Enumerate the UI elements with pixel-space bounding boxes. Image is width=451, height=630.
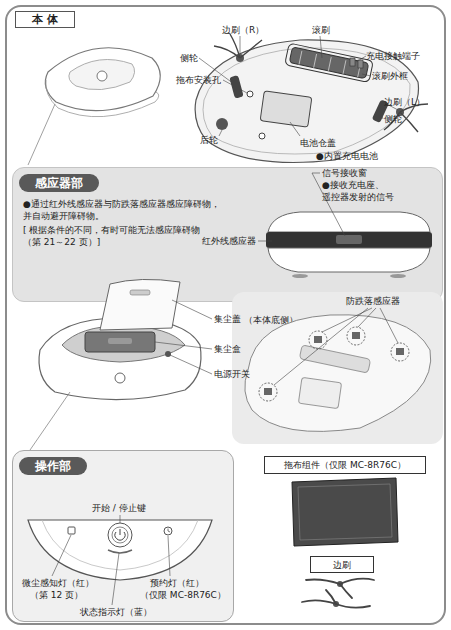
node-text: （本体底侧）: [244, 314, 298, 326]
robot-bottom-view-part: [358, 60, 363, 68]
mop-illustration: [292, 478, 398, 546]
robot-bottom-view-part: [247, 91, 253, 97]
robot-top-view-part: [97, 71, 107, 81]
robot-bottom-view-part: [229, 75, 243, 99]
part-label: 状态指示灯（蓝）: [80, 606, 152, 618]
part-label: 边刷（L）: [384, 96, 425, 108]
side-brush-illustration-part: [302, 600, 336, 604]
robot-bottom-view-part: [260, 91, 312, 127]
robot-bottom-view-part: [384, 104, 428, 132]
robot-dustbox-view-part: [39, 318, 201, 400]
robot-dustbox-view-part: [108, 338, 132, 344]
robot-top-view-part: [69, 60, 135, 90]
robot-bottom-view-part: [328, 57, 331, 71]
robot-bottom-view-part: [259, 133, 265, 139]
part-label: 电源开关: [214, 368, 250, 380]
part-label: 红外线感应器: [202, 235, 256, 247]
robot-bottom-view-part-part: [290, 122, 300, 136]
side-brush-illustration-part: [340, 584, 352, 598]
robot-bottom-view-part: [314, 54, 317, 68]
robot-bottom-view-part: [203, 48, 410, 154]
side-brush-illustration-part: [336, 604, 370, 608]
part-label: 拖布安装孔: [176, 74, 221, 86]
robot-bottom-view-part: [236, 54, 244, 62]
node-text: 边刷: [311, 557, 373, 572]
robot-dustbox-view-part: [165, 351, 171, 357]
section-heading: 操作部: [19, 457, 87, 475]
section-heading: 感应器部: [19, 174, 99, 192]
part-label: 防跌落感应器: [346, 295, 400, 307]
part-label: 滚刷: [312, 24, 330, 36]
part-label: 集尘盒: [214, 343, 241, 355]
node-text: 拖布组件（仅限 MC-8R76C）: [265, 457, 425, 473]
side-brush-illustration-part: [337, 581, 343, 587]
robot-dustbox-view: [30, 279, 212, 450]
robot-bottom-view: [195, 34, 428, 163]
view-panel: （本体底侧）: [232, 292, 443, 444]
robot-bottom-view-part-part: [381, 114, 383, 119]
robot-top-view-part: [46, 80, 159, 117]
mop-illustration-part: [292, 478, 398, 546]
robot-bottom-view-part-part: [320, 36, 322, 58]
part-label: 滚刷外框: [372, 70, 408, 82]
frame-heading: 本 体: [15, 11, 75, 28]
part-label: 电池仓盖: [300, 137, 336, 149]
side-brush-illustration-part: [340, 579, 374, 584]
robot-bottom-view-part: [358, 63, 361, 77]
robot-bottom-view-part: [285, 43, 374, 82]
caption-box: 边刷: [310, 556, 374, 573]
robot-bottom-view-part-part: [240, 36, 241, 54]
part-label: 集尘盖: [214, 313, 241, 325]
robot-dustbox-view-part: [62, 326, 185, 362]
part-label: 侧轮: [180, 52, 198, 64]
robot-bottom-view-part-part: [362, 74, 371, 76]
robot-dustbox-view-part: [85, 332, 155, 352]
robot-bottom-view-part: [350, 58, 355, 66]
robot-bottom-view-part: [343, 60, 346, 74]
robot-bottom-view-part-part: [356, 56, 366, 62]
part-label: 充电接触端子: [366, 50, 420, 62]
robot-dustbox-view-part: [115, 373, 125, 383]
part-label: ●接收充电座、 遥控器发射的信号: [322, 179, 414, 203]
side-brush-illustration: [302, 579, 374, 608]
caption-box: 拖布组件（仅限 MC-8R76C）: [264, 456, 426, 474]
robot-dustbox-view-part-part: [170, 355, 212, 374]
node-text: [ 根据条件的不同，有时可能无法感应障碍物 （第 21～22 页）]: [23, 224, 211, 248]
robot-dustbox-view-part: [30, 392, 70, 450]
robot-top-view: [28, 48, 160, 165]
robot-dustbox-view-part: [155, 300, 212, 374]
node-text: ●通过红外线感应器与防跌落感应器感应障碍物， 并自动避开障碍物。: [23, 198, 238, 222]
robot-bottom-view-part: [299, 51, 302, 65]
side-brush-illustration-part: [326, 590, 336, 604]
robot-bottom-view-part-part: [223, 80, 247, 93]
part-label: 后轮: [200, 134, 218, 146]
side-brush-illustration-part: [306, 580, 340, 585]
robot-dustbox-view-part-part: [155, 342, 212, 349]
robot-top-view-part: [28, 104, 55, 165]
robot-bottom-view-part-part: [219, 130, 222, 136]
part-label: 侧轮: [384, 113, 402, 125]
part-label: （仅限 MC-8R76C）: [140, 589, 226, 601]
robot-dustbox-view-part-part: [172, 300, 212, 319]
part-label: 预约灯（红）: [150, 577, 204, 589]
part-label: 开始 / 停止键: [92, 502, 146, 514]
part-label: 信号接收窗: [322, 167, 367, 179]
part-label: 微尘感知灯（红）: [22, 577, 94, 589]
side-brush-illustration-part: [333, 601, 339, 607]
robot-bottom-view-part: [214, 34, 262, 58]
robot-bottom-view-part: [216, 118, 228, 130]
robot-bottom-view-part: [289, 47, 369, 79]
robot-top-view-part: [45, 48, 160, 111]
part-label: ●内置充电电池: [316, 150, 378, 162]
mop-illustration-part: [298, 484, 392, 540]
part-label: （第 12 页）: [30, 589, 83, 601]
part-label: 边刷（R）: [222, 24, 264, 36]
